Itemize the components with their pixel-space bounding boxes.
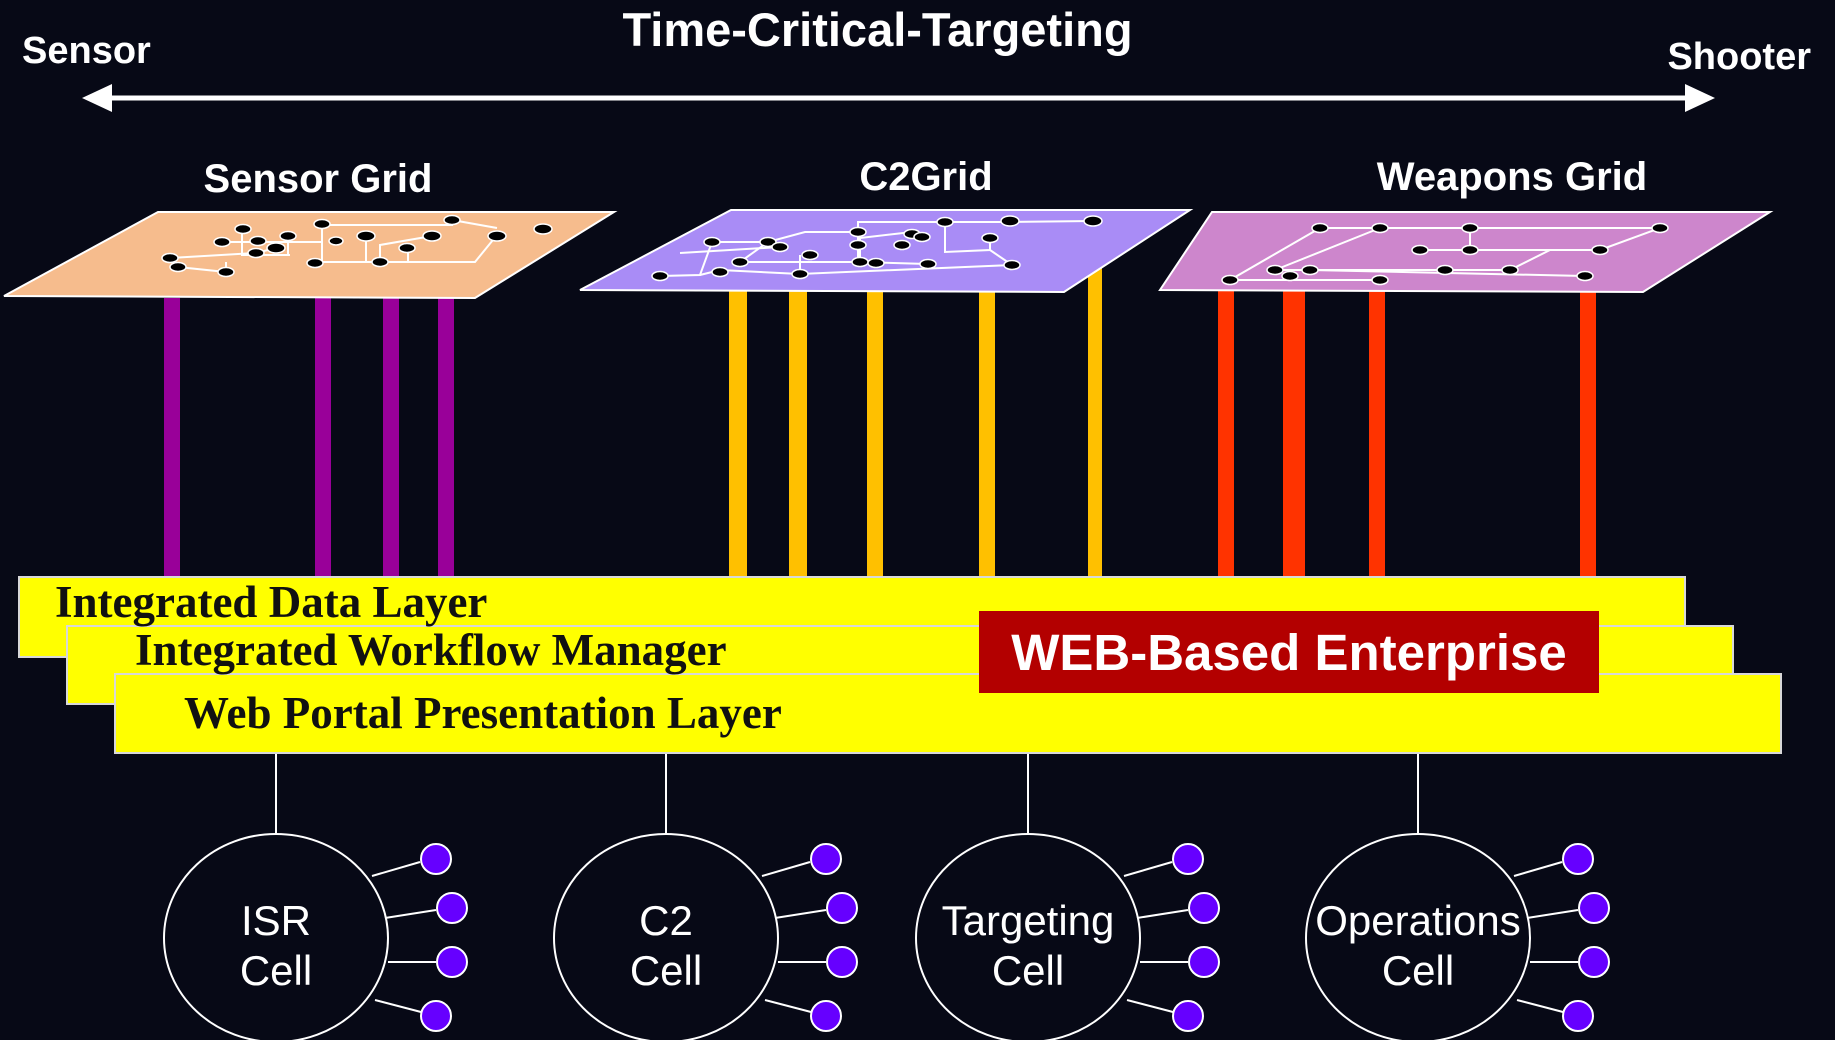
c2-grid-title: C2Grid bbox=[859, 155, 993, 199]
operations-member-node bbox=[1578, 946, 1610, 978]
c2-connector bbox=[979, 290, 995, 580]
sensor-grid-connectors bbox=[164, 298, 454, 580]
targeting-cell-circle bbox=[915, 833, 1141, 1040]
sensor-shooter-arrow bbox=[82, 84, 1715, 112]
operations-cell-circle bbox=[1305, 833, 1531, 1040]
operations-cell-label-line2: Cell bbox=[1381, 947, 1455, 994]
c2-member-node bbox=[826, 946, 858, 978]
operations-cell-label: Operations Cell bbox=[1298, 896, 1538, 996]
sensor-connector bbox=[438, 298, 454, 580]
c2-grid-connectors bbox=[729, 265, 1102, 580]
sensor-end-label: Sensor bbox=[22, 30, 151, 72]
sensor-grid-title: Sensor Grid bbox=[203, 157, 433, 201]
c2-cell-label-line1: C2 bbox=[639, 897, 693, 944]
workflow-manager-label: Integrated Workflow Manager bbox=[135, 625, 727, 675]
weapons-connector bbox=[1369, 290, 1385, 580]
sensor-connector bbox=[164, 298, 180, 580]
weapons-grid-connectors bbox=[1218, 290, 1596, 580]
isr-cell-label: ISR Cell bbox=[176, 896, 376, 996]
c2-cell-label-line2: Cell bbox=[629, 947, 703, 994]
c2-grid-plane bbox=[579, 209, 1194, 294]
isr-cell-circle bbox=[163, 833, 389, 1040]
cell-spokes bbox=[371, 861, 1579, 1013]
operations-member-node bbox=[1562, 843, 1594, 875]
targeting-member-node bbox=[1188, 892, 1220, 924]
weapons-connector bbox=[1218, 290, 1234, 580]
c2-cell-circle bbox=[553, 833, 779, 1040]
weapons-connector bbox=[1580, 290, 1596, 580]
operations-member-node bbox=[1562, 1000, 1594, 1032]
weapons-connector bbox=[1283, 290, 1305, 580]
c2-member-node bbox=[810, 843, 842, 875]
portal-layer-label: Web Portal Presentation Layer bbox=[184, 688, 782, 738]
c2-connector bbox=[729, 290, 747, 580]
operations-cell-label-line1: Operations bbox=[1315, 897, 1521, 944]
targeting-member-node bbox=[1188, 946, 1220, 978]
weapons-grid-title: Weapons Grid bbox=[1376, 155, 1648, 199]
targeting-member-node bbox=[1172, 843, 1204, 875]
data-layer-label: Integrated Data Layer bbox=[55, 577, 488, 627]
c2-connector bbox=[789, 290, 807, 580]
c2-connector bbox=[1088, 265, 1102, 580]
targeting-cell-label-line1: Targeting bbox=[941, 897, 1115, 944]
isr-member-node bbox=[436, 946, 468, 978]
sensor-connector bbox=[383, 298, 399, 580]
shooter-end-label: Shooter bbox=[1667, 36, 1811, 78]
diagram-title: Time-Critical-Targeting bbox=[622, 3, 1133, 56]
operations-member-node bbox=[1578, 892, 1610, 924]
c2-connector bbox=[867, 290, 883, 580]
c2-cell-label: C2 Cell bbox=[566, 896, 766, 996]
targeting-member-node bbox=[1172, 1000, 1204, 1032]
targeting-cell-label: Targeting Cell bbox=[918, 896, 1138, 996]
c2-member-node bbox=[826, 892, 858, 924]
isr-member-node bbox=[420, 843, 452, 875]
isr-member-node bbox=[436, 892, 468, 924]
sensor-grid-plane bbox=[3, 211, 618, 300]
isr-member-node bbox=[420, 1000, 452, 1032]
targeting-cell-label-line2: Cell bbox=[991, 947, 1065, 994]
isr-cell-label-line1: ISR bbox=[240, 897, 311, 944]
isr-cell-label-line2: Cell bbox=[239, 947, 313, 994]
cell-connector-lines bbox=[275, 753, 1419, 834]
web-based-enterprise-banner: WEB-Based Enterprise bbox=[979, 611, 1599, 693]
weapons-grid-plane bbox=[1158, 211, 1774, 294]
sensor-connector bbox=[315, 298, 331, 580]
c2-member-node bbox=[810, 1000, 842, 1032]
